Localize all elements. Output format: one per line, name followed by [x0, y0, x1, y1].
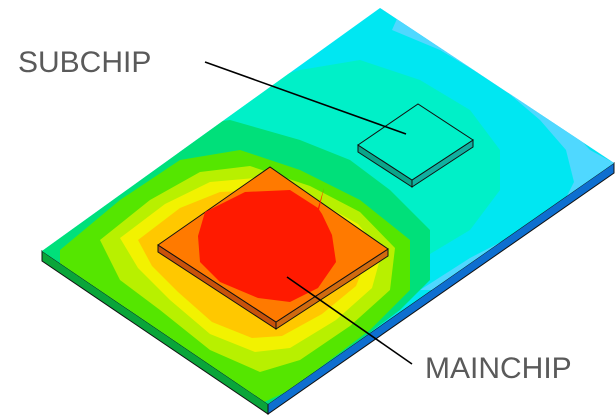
mainchip-callout: MAINCHIP [286, 276, 572, 385]
subchip [357, 103, 474, 188]
subchip-leader-line [204, 61, 407, 135]
mainchip-leader-line [286, 276, 413, 365]
mainchip-hotspot-notch [318, 188, 324, 214]
subchip-callout: SUBCHIP [18, 46, 407, 135]
mainchip-label: MAINCHIP [425, 352, 572, 385]
subchip-label: SUBCHIP [18, 46, 151, 79]
mainchip-hotspot [198, 190, 336, 302]
subchip-top [357, 103, 474, 181]
mainchip [157, 166, 389, 330]
